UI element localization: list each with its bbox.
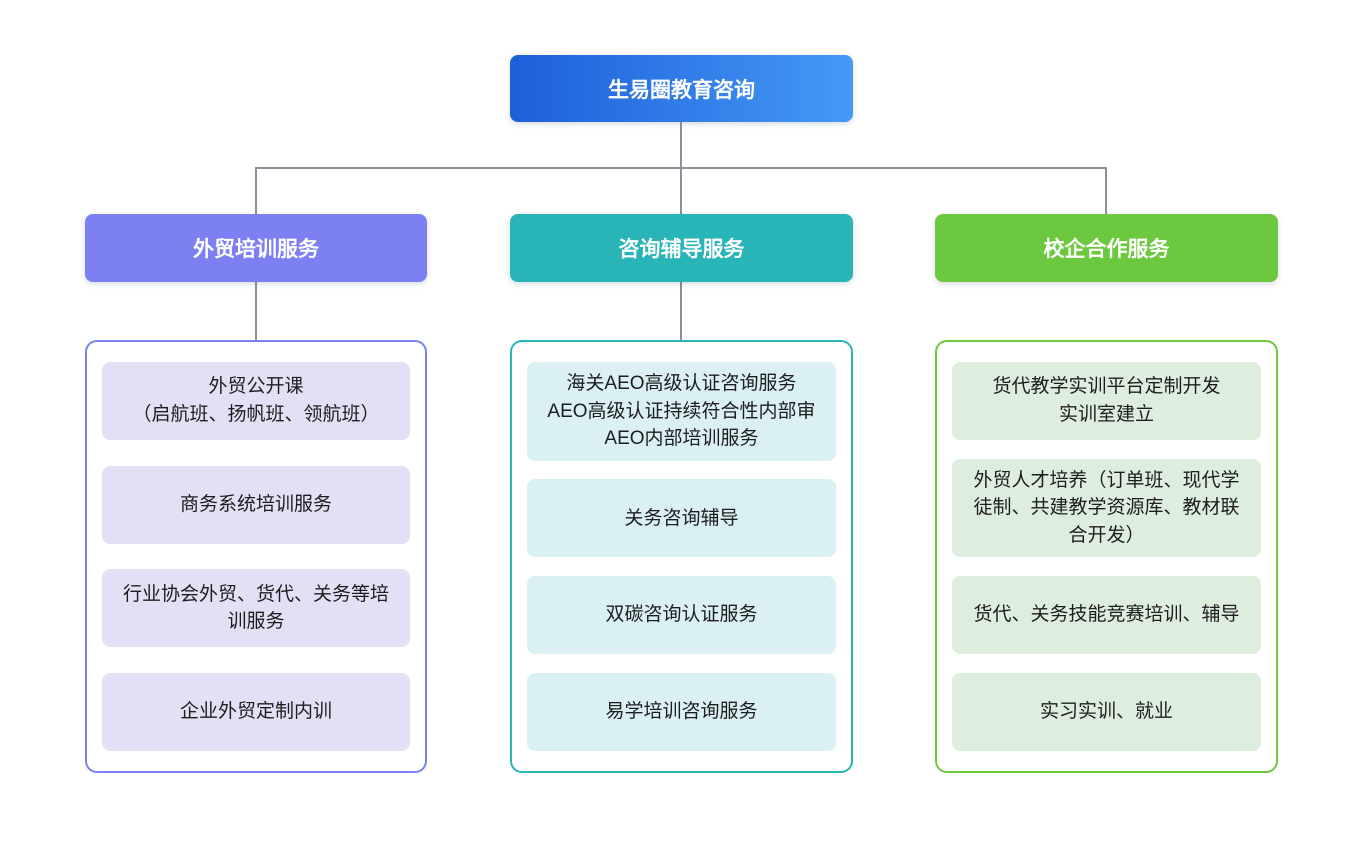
leaf-node: 双碳咨询认证服务 — [527, 576, 836, 655]
leaf-node: 易学培训咨询服务 — [527, 672, 836, 751]
leaf-node: 货代教学实训平台定制开发 实训室建立 — [952, 362, 1261, 440]
group-school-enterprise-cooperation: 货代教学实训平台定制开发 实训室建立 外贸人才培养（订单班、现代学 徒制、共建教… — [935, 340, 1278, 773]
group-consulting-coaching: 海关AEO高级认证咨询服务 AEO高级认证持续符合性内部审 AEO内部培训服务 … — [510, 340, 853, 773]
connector-root-stem — [680, 122, 682, 168]
leaf-node: 企业外贸定制内训 — [102, 672, 410, 751]
leaf-node: 行业协会外贸、货代、关务等培 训服务 — [102, 569, 410, 648]
branch-node-foreign-trade-training: 外贸培训服务 — [85, 214, 427, 282]
connector-branch2-to-group — [680, 282, 682, 340]
root-node: 生易圈教育咨询 — [510, 55, 853, 122]
leaf-node: 外贸公开课 （启航班、扬帆班、领航班） — [102, 362, 410, 440]
leaf-node: 海关AEO高级认证咨询服务 AEO高级认证持续符合性内部审 AEO内部培训服务 — [527, 362, 836, 461]
branch-node-school-enterprise-cooperation: 校企合作服务 — [935, 214, 1278, 282]
leaf-node: 商务系统培训服务 — [102, 465, 410, 544]
leaf-node: 外贸人才培养（订单班、现代学 徒制、共建教学资源库、教材联 合开发） — [952, 458, 1261, 558]
branch-node-consulting-coaching: 咨询辅导服务 — [510, 214, 853, 282]
connector-branch2-drop — [680, 167, 682, 215]
connector-branch3-drop — [1105, 167, 1107, 215]
connector-branch1-drop — [255, 167, 257, 215]
root-node-label: 生易圈教育咨询 — [608, 78, 755, 102]
leaf-node: 实习实训、就业 — [952, 672, 1261, 751]
leaf-node: 货代、关务技能竞赛培训、辅导 — [952, 576, 1261, 655]
group-foreign-trade-training: 外贸公开课 （启航班、扬帆班、领航班） 商务系统培训服务 行业协会外贸、货代、关… — [85, 340, 427, 773]
leaf-node: 关务咨询辅导 — [527, 479, 836, 558]
connector-branch1-to-group — [255, 282, 257, 340]
